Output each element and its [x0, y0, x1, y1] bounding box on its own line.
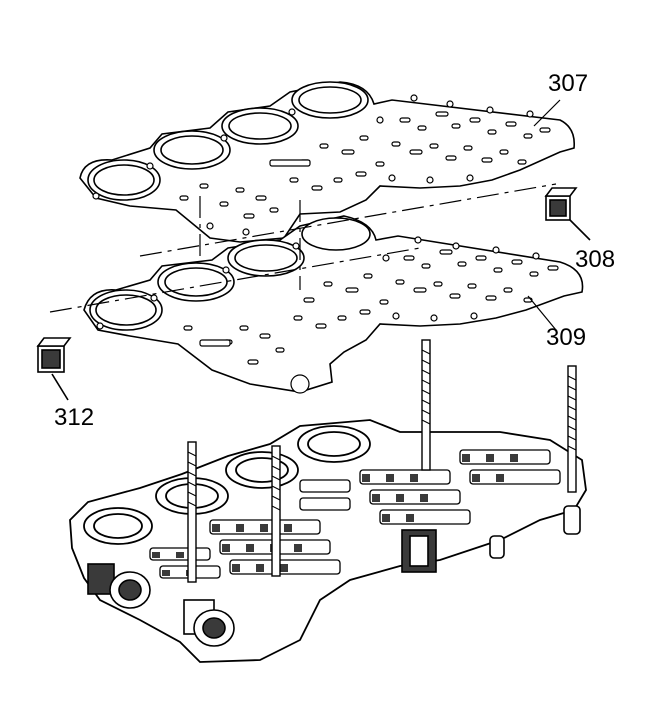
filter-312	[36, 337, 72, 401]
connector-block	[401, 529, 437, 573]
lower-gasket-plate	[83, 215, 584, 393]
callout-leaders	[527, 99, 561, 331]
valve-body-shading	[152, 454, 518, 576]
valve-body-bores	[149, 449, 561, 579]
guide-bolts	[187, 339, 577, 583]
callout-309: 309	[546, 324, 587, 351]
guide-bolt-threads	[187, 349, 577, 511]
upper-gasket-plate	[79, 81, 576, 243]
callout-307: 307	[548, 70, 589, 97]
callout-312: 312	[54, 404, 95, 431]
upper-gasket-holes	[92, 94, 551, 236]
solenoid-front	[183, 599, 235, 647]
solenoid-left	[87, 563, 151, 609]
callout-308: 308	[575, 246, 616, 273]
lower-gasket-holes	[96, 236, 559, 394]
alignment-lines	[49, 183, 557, 313]
mount-bosses	[489, 505, 581, 559]
filter-308	[544, 187, 591, 241]
